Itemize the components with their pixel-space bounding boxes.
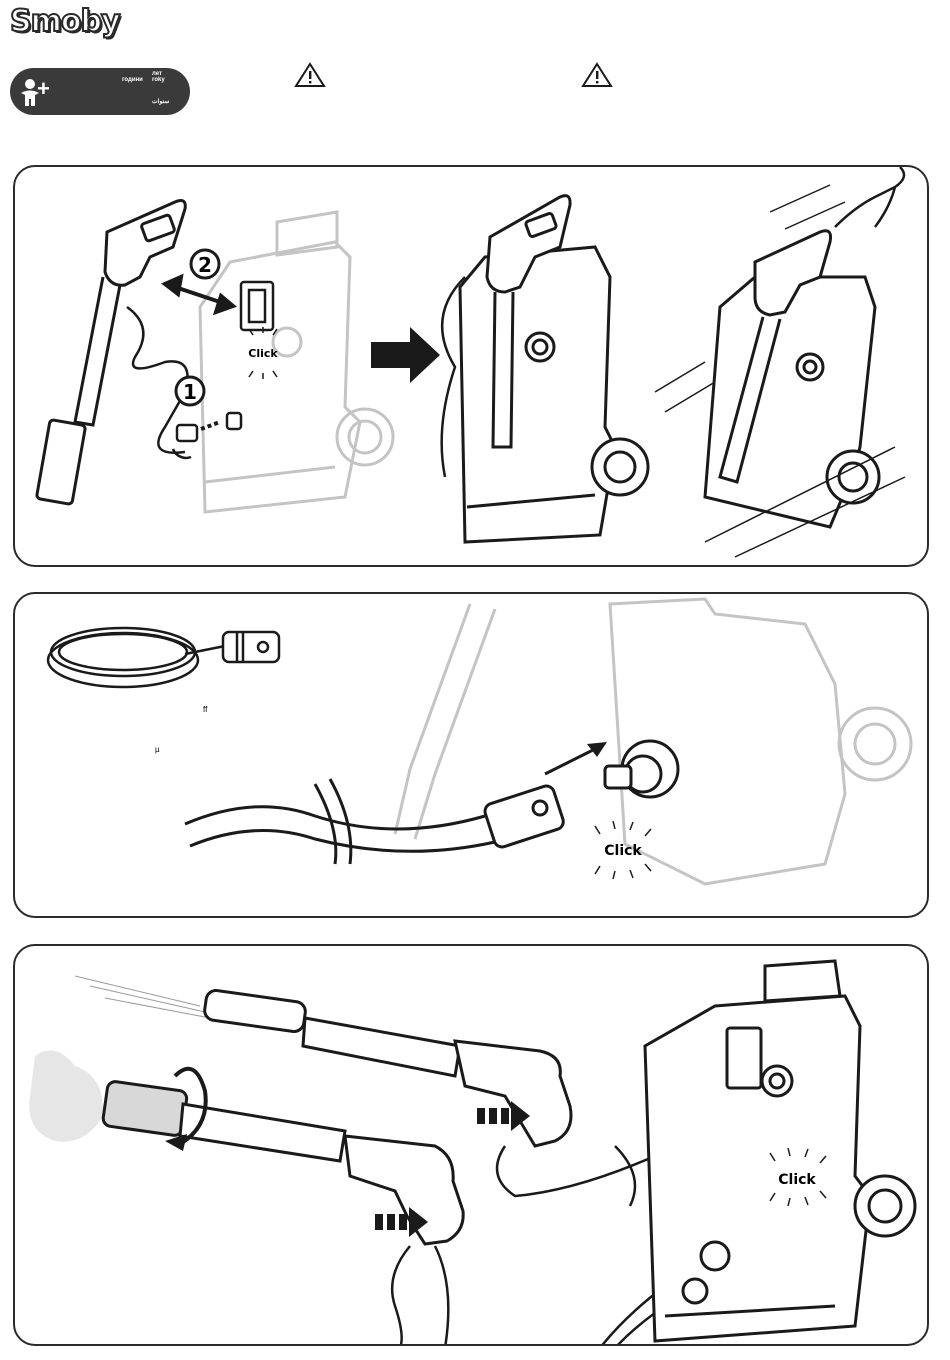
warning-icon: [294, 62, 326, 88]
assembly-panel: 2 1 Click: [13, 165, 929, 567]
age-label-roky: roky: [152, 77, 165, 83]
next-arrow: [371, 327, 440, 383]
hose-connection-illustration: ff µ Click: [15, 594, 929, 918]
washer-right: [645, 961, 915, 1341]
hose-connection-panel: ff µ Click: [13, 592, 929, 918]
click-label-2: Click: [604, 843, 642, 859]
assembly-illustration: 2 1 Click: [15, 167, 929, 567]
spray-gun-left: [36, 201, 185, 505]
washer-body-faded: [200, 212, 393, 512]
inlet-nozzle: [605, 741, 678, 797]
age-badge: + години лет roky سنوات: [10, 68, 190, 115]
plus-sign: +: [37, 76, 50, 102]
step-1-label: 1: [183, 380, 197, 404]
operation-panel: Click: [13, 944, 929, 1346]
click-label-3: Click: [778, 1172, 816, 1188]
coiled-hose: [48, 628, 279, 687]
note-1: ff: [203, 705, 208, 714]
garden-hose: [185, 779, 565, 864]
age-label-arabic: سنوات: [152, 99, 169, 105]
insert-arrow: [545, 749, 595, 774]
operation-illustration: Click: [15, 946, 929, 1346]
warning-icon-2: [581, 62, 613, 88]
smoby-logo: Smoby: [10, 4, 120, 39]
note-2: µ: [155, 745, 160, 754]
spray-cloud: [29, 1050, 103, 1141]
step-2-label: 2: [198, 253, 212, 277]
washer-assembled: [442, 196, 648, 542]
click-label-1: Click: [248, 347, 278, 360]
gun-clip: [241, 282, 273, 330]
age-label-years: години: [122, 77, 143, 83]
